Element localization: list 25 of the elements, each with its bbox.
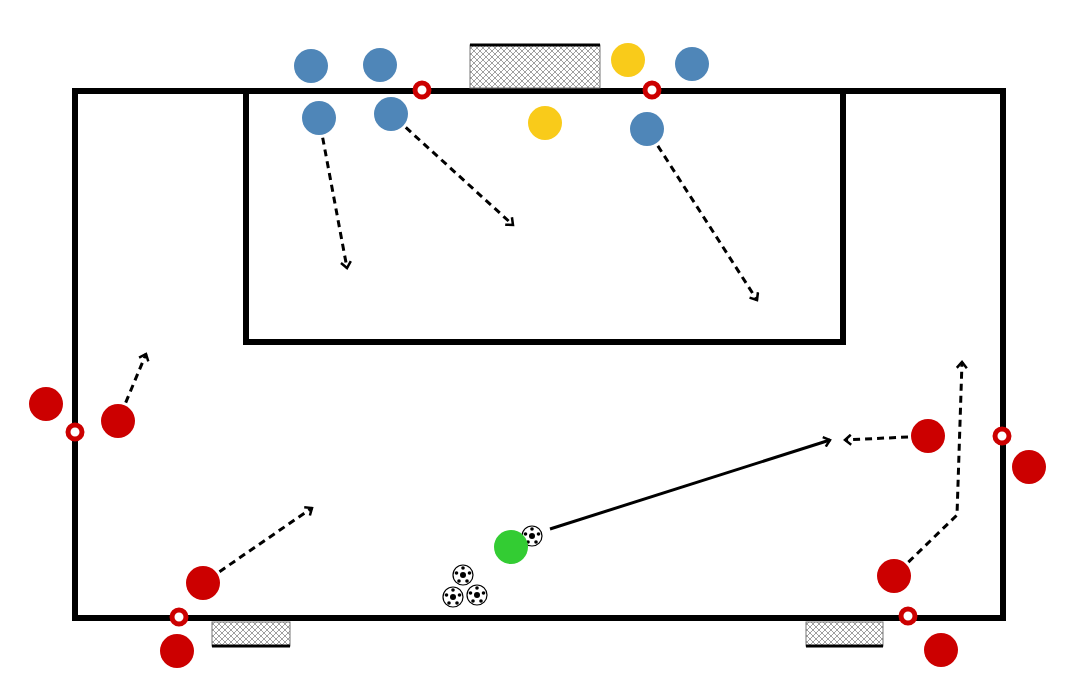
dashed-arrow [907, 360, 969, 564]
player-marker [29, 387, 63, 421]
player-marker [363, 48, 397, 82]
player-marker [630, 112, 664, 146]
player-marker [374, 97, 408, 131]
player-marker [675, 47, 709, 81]
player-marker [494, 530, 528, 564]
player-marker [302, 101, 336, 135]
player-marker [911, 419, 945, 453]
dashed-arrow [843, 433, 909, 446]
player-marker [160, 634, 194, 668]
player-marker [611, 43, 645, 77]
pass-arrow [549, 435, 832, 531]
dashed-arrow [124, 352, 150, 404]
player-marker [1012, 450, 1046, 484]
player-marker [294, 49, 328, 83]
dashed-arrow [218, 506, 314, 573]
player-marker [924, 633, 958, 667]
dashed-arrow [404, 126, 515, 227]
player-marker [186, 566, 220, 600]
dashed-arrow [656, 145, 760, 302]
player-marker [101, 404, 135, 438]
dashed-arrow [321, 137, 353, 270]
player-marker [528, 106, 562, 140]
player-marker [877, 559, 911, 593]
